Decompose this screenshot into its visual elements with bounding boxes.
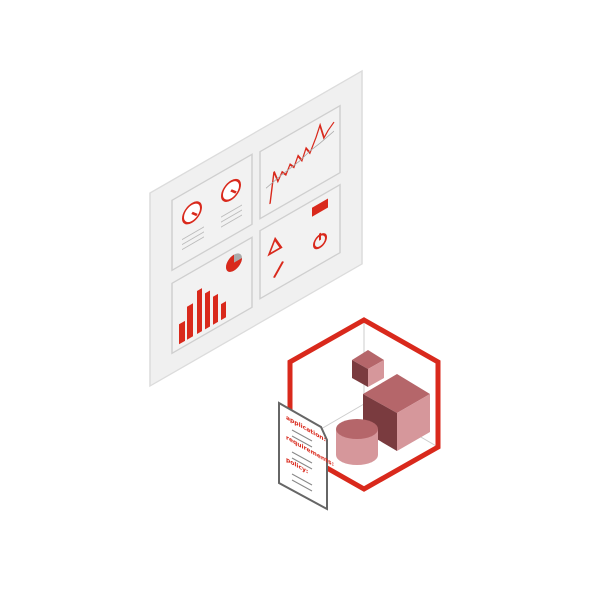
large-cube [363,374,430,451]
bar-chart-icon [179,288,226,345]
hexagon-container [287,317,441,492]
document-text-lines [291,429,313,492]
gauges-widget [171,153,253,272]
power-icon [313,232,327,250]
cylinder [336,419,378,465]
dashboard-panel [149,69,363,388]
small-cube [352,350,384,387]
line-chart-widget [259,104,341,220]
warning-icon [267,236,283,257]
gauge-icon [221,178,241,202]
chat-icon [312,198,328,217]
gauge-icon [182,201,202,225]
alerts-widget [259,183,341,300]
text-lines [182,204,242,251]
wrench-icon [273,261,284,278]
bar-chart-widget [171,236,253,355]
pie-chart-icon [226,253,242,272]
document: application: requirements: policy: [278,401,334,511]
